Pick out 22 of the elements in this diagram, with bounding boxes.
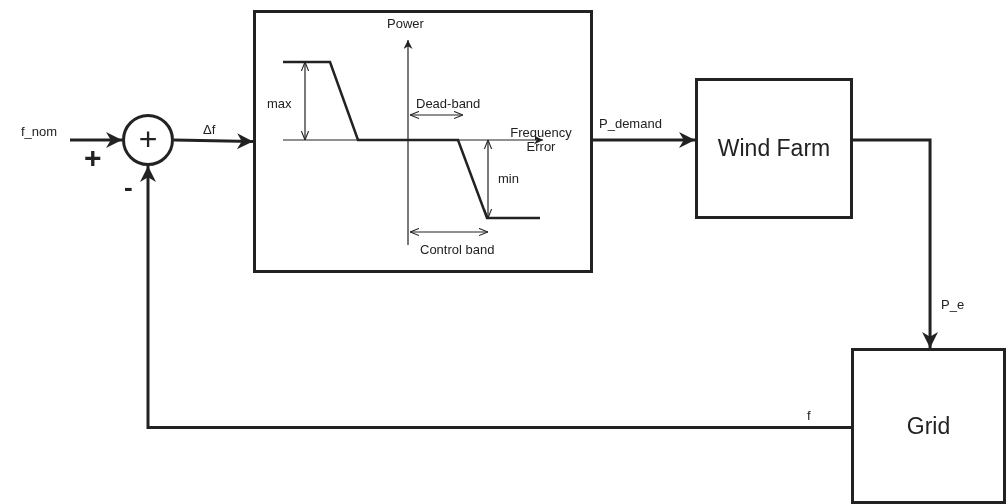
summing-junction: + [122, 114, 174, 166]
axis-label: min [498, 172, 519, 186]
edge-label: P_demand [598, 116, 663, 131]
axis-label: Frequency Error [509, 126, 573, 154]
process-block: Wind Farm [695, 78, 853, 219]
sign-label: + [84, 143, 102, 173]
arrow [70, 132, 122, 148]
process-block: Grid [851, 348, 1006, 504]
arrow [140, 166, 851, 430]
arrow [593, 132, 695, 148]
axis-label: Control band [420, 243, 495, 257]
axis-label: Dead-band [416, 97, 481, 111]
axis-label: Power [387, 17, 424, 31]
edge-label: f [806, 408, 812, 423]
axis-label: max [267, 97, 292, 111]
edge-label: f_nom [20, 124, 59, 139]
arrow [173, 133, 254, 150]
arrow [853, 138, 939, 348]
process-block [253, 10, 593, 273]
edge-label: P_e [940, 297, 966, 312]
edge-label: Δf [202, 122, 217, 137]
sign-label: - [124, 174, 133, 200]
